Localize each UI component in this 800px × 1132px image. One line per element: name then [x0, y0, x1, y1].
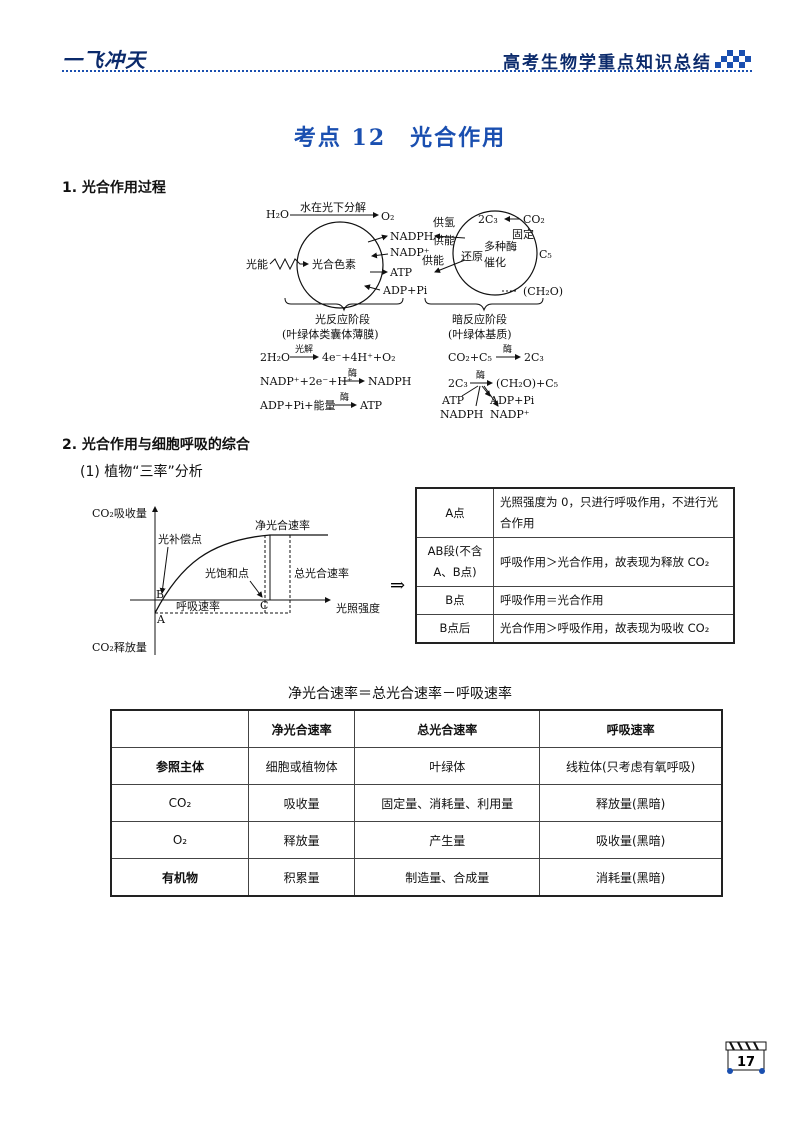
c5-label: C₅	[539, 248, 552, 261]
light-stage-label: 光反应阶段	[315, 312, 370, 326]
rates-comparison-table: 净光合速率 总光合速率 呼吸速率 参照主体 细胞或植物体 叶绿体 线粒体(只考虑…	[110, 709, 723, 897]
y-bottom-label: CO₂释放量	[92, 640, 147, 654]
comp-point-label: 光补偿点	[158, 532, 202, 546]
nadp-label: NADP⁺	[390, 246, 430, 259]
net-rate-curve	[154, 534, 328, 614]
net-rate-label: 净光合速率	[255, 518, 310, 532]
table-row: B点呼吸作用＝光合作用	[415, 586, 735, 615]
eq5-nadp: NADP⁺	[490, 408, 530, 421]
photosynthesis-diagram: H₂O 水在光下分解 O₂ 光能 光合色素 NADPH NADP⁺ ATP AD…	[246, 200, 563, 421]
header-title: 高考生物学重点知识总结	[503, 53, 712, 73]
header-rule	[62, 70, 752, 72]
reduce-label: 还原	[461, 250, 483, 263]
page-number: 17	[737, 1055, 755, 1070]
table-row: B点后光合作用＞呼吸作用，故表现为吸收 CO₂	[415, 614, 735, 644]
eq2-right: NADPH	[368, 375, 411, 388]
o2-label: O₂	[381, 210, 394, 223]
checker-decoration	[715, 50, 751, 68]
page-number-badge: 17	[725, 1041, 767, 1074]
enzymes-label: 多种酶	[484, 239, 517, 253]
supply-e1-label: 供能	[433, 233, 455, 247]
eq5-atp: ATP	[441, 394, 465, 407]
eq5-cond: 酶	[476, 369, 485, 381]
eq3-right: ATP	[359, 399, 383, 412]
table-header-row: 净光合速率 总光合速率 呼吸速率	[110, 709, 723, 748]
thylakoid-circle	[296, 221, 384, 309]
catalyze-label: 催化	[484, 255, 506, 269]
y-top-label: CO₂吸收量	[92, 506, 147, 520]
pigment-label: 光合色素	[312, 257, 356, 271]
section1-heading: 1. 光合作用过程	[62, 180, 166, 196]
section2-subheading: (1) 植物“三率”分析	[80, 464, 203, 480]
three-rates-graph: CO₂吸收量 CO₂释放量 光照强度 光补偿点 净光合速率 光饱和点 总光合速率…	[92, 506, 405, 655]
table-row: CO₂ 吸收量 固定量、消耗量、利用量 释放量(黑暗)	[110, 784, 723, 822]
eq3-cond: 酶	[340, 391, 349, 403]
point-a: A	[156, 613, 166, 626]
eq1-cond: 光解	[295, 343, 313, 355]
eq2-left: NADP⁺+2e⁻+H⁺	[260, 375, 353, 388]
table-row: 有机物 积累量 制造量、合成量 消耗量(黑暗)	[110, 858, 723, 897]
resp-rate-label: 呼吸速率	[176, 599, 220, 613]
dark-stage-label: 暗反应阶段	[452, 312, 507, 326]
calvin-cycle-circle	[452, 210, 538, 296]
rate-formula: 净光合速率＝总光合速率－呼吸速率	[288, 686, 512, 702]
eq4-left: CO₂+C₅	[448, 351, 492, 364]
brand-logo: 一飞冲天	[62, 48, 146, 72]
eq3-left: ADP+Pi+能量	[259, 398, 336, 412]
three-rates-table: A点光照强度为 0，只进行呼吸作用，不进行光合作用 AB段(不含A、B点)呼吸作…	[415, 487, 735, 644]
eq5-left: 2C₃	[448, 377, 468, 390]
table-row: 参照主体 细胞或植物体 叶绿体 线粒体(只考虑有氧呼吸)	[110, 747, 723, 785]
h2o-label: H₂O	[266, 208, 289, 221]
point-c: C	[260, 599, 268, 612]
adp-label: ADP+Pi	[382, 284, 428, 297]
eq1-right: 4e⁻+4H⁺+O₂	[322, 351, 396, 364]
gross-rate-label: 总光合速率	[294, 566, 349, 580]
c3-label: 2C₃	[478, 213, 498, 226]
eq4-cond: 酶	[503, 343, 512, 355]
supply-h-label: 供氢	[433, 215, 455, 229]
table-row: AB段(不含A、B点)呼吸作用＞光合作用，故表现为释放 CO₂	[415, 537, 735, 587]
page-title: 考点 12 光合作用	[293, 125, 507, 151]
eq5-right: (CH₂O)+C₅	[496, 377, 558, 390]
sat-point-label: 光饱和点	[205, 566, 249, 580]
light-label: 光能	[246, 257, 268, 271]
eq4-right: 2C₃	[524, 351, 544, 364]
light-place-label: (叶绿体类囊体薄膜)	[282, 327, 379, 341]
x-axis-label: 光照强度	[336, 601, 380, 615]
ch2o-label: (CH₂O)	[523, 285, 563, 298]
eq5-nadph: NADPH	[440, 408, 483, 421]
table-row: A点光照强度为 0，只进行呼吸作用，不进行光合作用	[415, 487, 735, 538]
dark-place-label: (叶绿体基质)	[448, 327, 512, 341]
nadph-label: NADPH	[390, 230, 433, 243]
co2-label: CO₂	[523, 213, 545, 226]
point-b: B	[156, 588, 164, 601]
atp-label: ATP	[389, 266, 413, 279]
section2-heading: 2. 光合作用与细胞呼吸的综合	[62, 437, 250, 453]
fix-label: 固定	[512, 227, 534, 241]
eq1-left: 2H₂O	[260, 351, 290, 364]
implies-arrow: ⇒	[390, 575, 405, 596]
eq5-adp: ADP+Pi	[489, 394, 535, 407]
eq2-cond: 酶	[348, 367, 357, 379]
split-label: 水在光下分解	[300, 200, 366, 214]
table-row: O₂ 释放量 产生量 吸收量(黑暗)	[110, 821, 723, 859]
supply-e2-label: 供能	[422, 253, 444, 267]
